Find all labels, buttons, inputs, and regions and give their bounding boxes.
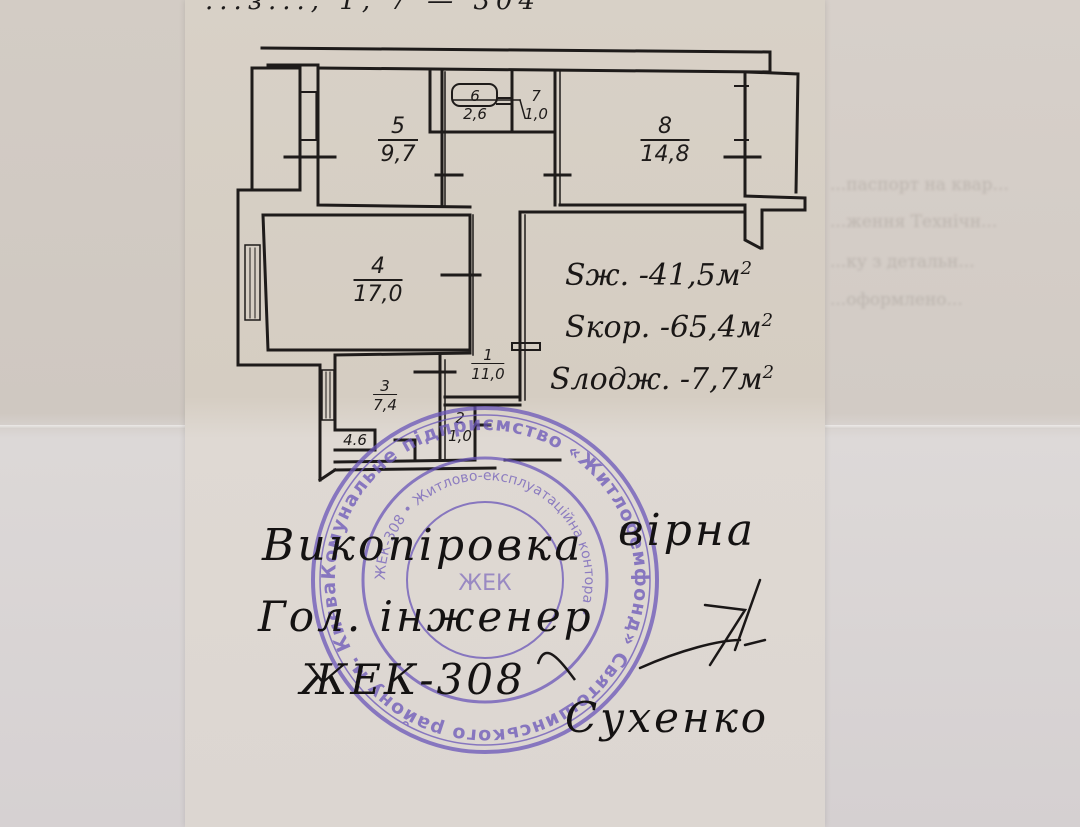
background-faded-line: ...оформлено... [830,290,963,310]
room-label-5: 5 9,7 [378,115,418,167]
background-faded-line: ...паспорт на квар... [830,175,1009,195]
certification-line-2: Гол. інженер [258,592,594,641]
official-stamp: Комунальне підприємство «Житлоремфонд» С… [300,395,659,754]
certification-line-1b: вірна [618,505,757,556]
room-label-7: 7 1,0 [524,87,548,123]
room-label-2: 2 1,0 [448,409,472,445]
room-label-6: 6 2,6 [463,87,487,123]
certification-line-3: ЖЕК-308 [300,655,526,704]
floor-plan-sheet [185,0,825,827]
background-page-right [810,0,1080,827]
room-label-3: 3 7,4 [373,377,397,414]
background-faded-line: ...ження Технічн... [830,212,998,232]
loggia-area-line: Sлодж. -7,7м2 [550,362,775,397]
stamp-center-mark: ЖЕК [458,571,512,596]
signature-name: Сухенко [565,693,770,742]
room-label-1: 1 11,0 [471,346,505,383]
background-faded-line: ...ку з детальн... [830,252,975,272]
total-area-line: Sкор. -65,4м2 [565,310,774,345]
room-label-8: 8 14,8 [640,114,690,167]
top-cut-off-text: ...з..., 1, 7 — 304 [205,0,542,16]
small-marking: 4.6 [343,431,367,449]
living-area-line: Sж. -41,5м2 [565,258,753,293]
room-label-4: 4 17,0 [353,254,403,307]
certification-line-1a: Викопіровка [262,520,584,571]
